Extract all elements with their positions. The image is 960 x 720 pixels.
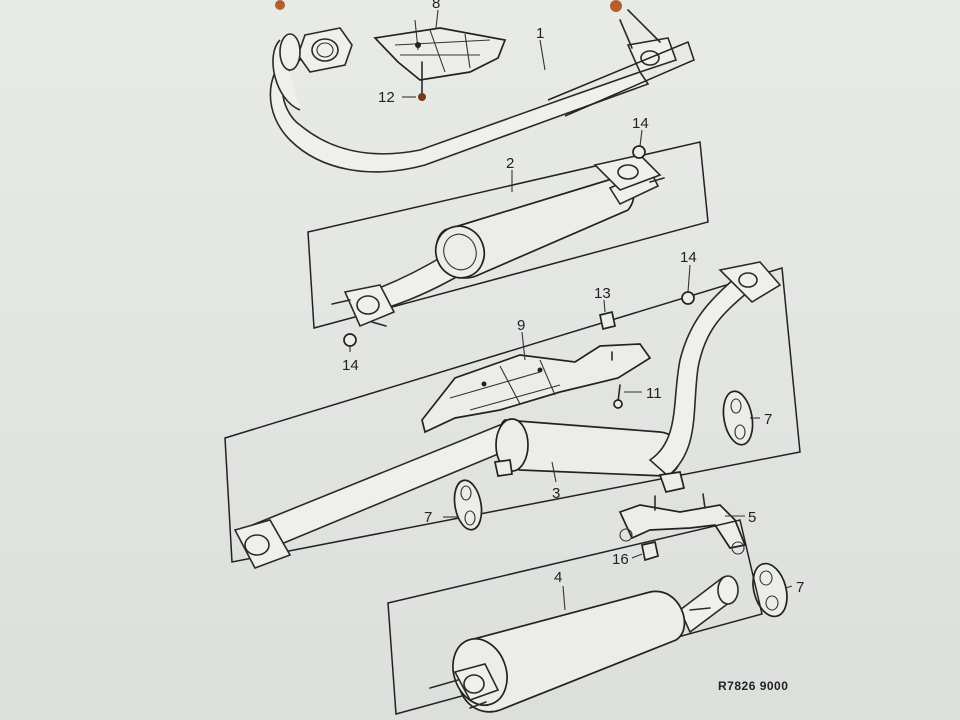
intermediate-silencer-part-3 bbox=[224, 261, 801, 569]
callout-7-left: 7 bbox=[424, 509, 432, 526]
front-pipe-part-1 bbox=[269, 0, 695, 173]
callout-4: 4 bbox=[554, 569, 562, 586]
rubber-hangers-part-7 bbox=[453, 390, 788, 618]
callout-1: 1 bbox=[536, 25, 544, 42]
bracket-part-5 bbox=[618, 493, 747, 562]
rear-silencer-part-4 bbox=[387, 519, 763, 715]
callout-9: 9 bbox=[517, 317, 525, 334]
callout-14-right: 14 bbox=[680, 249, 697, 266]
rust-mark bbox=[610, 0, 622, 12]
callout-12: 12 bbox=[378, 89, 395, 106]
callout-14-top: 14 bbox=[632, 115, 649, 132]
callout-2: 2 bbox=[506, 155, 514, 172]
pre-silencer-part-2 bbox=[307, 141, 709, 347]
callout-7-rear: 7 bbox=[796, 579, 804, 596]
callout-3: 3 bbox=[552, 485, 560, 502]
heat-shield-part-8 bbox=[373, 19, 507, 101]
heat-shield-part-9 bbox=[421, 310, 652, 434]
callout-7-right: 7 bbox=[764, 411, 772, 428]
callout-11: 11 bbox=[646, 385, 662, 402]
callout-5: 5 bbox=[748, 509, 756, 526]
callout-13: 13 bbox=[594, 285, 611, 302]
callout-16: 16 bbox=[612, 551, 629, 568]
rust-mark bbox=[275, 0, 285, 10]
leader-lines bbox=[349, 9, 793, 611]
drawing-code: R7826 9000 bbox=[718, 679, 788, 693]
callout-8: 8 bbox=[432, 0, 440, 12]
bolt-12 bbox=[418, 93, 426, 101]
callout-14-left: 14 bbox=[342, 357, 359, 374]
callout-labels: 8 1 12 14 2 14 13 9 14 11 7 3 7 5 16 4 7… bbox=[342, 0, 804, 693]
